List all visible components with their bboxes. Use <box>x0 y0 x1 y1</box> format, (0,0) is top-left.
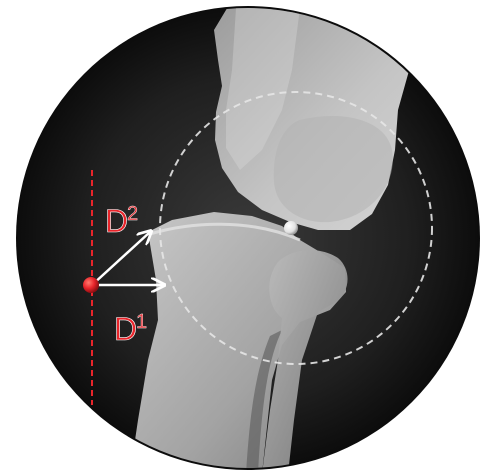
label-d2-base: D <box>105 203 128 239</box>
label-d1-superscript: 1 <box>136 311 147 333</box>
label-d1-base: D <box>114 311 137 347</box>
white-center-marker <box>284 221 298 235</box>
red-origin-marker <box>83 277 99 293</box>
label-d2-superscript: 2 <box>127 203 138 225</box>
